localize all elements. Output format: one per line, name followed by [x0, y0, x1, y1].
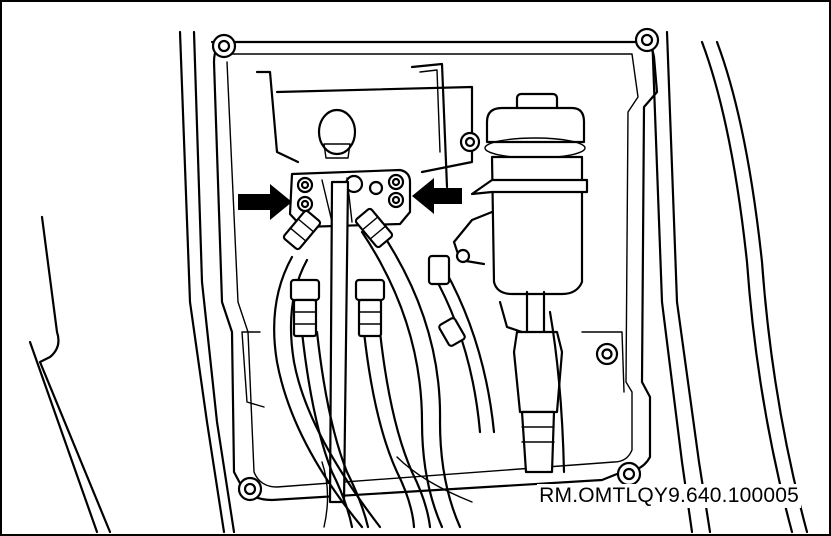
callout-arrow-left — [238, 184, 292, 220]
panel-bolts — [211, 27, 660, 502]
fluid-reservoir — [452, 92, 589, 474]
housing-outline — [28, 30, 809, 534]
flare-fittings — [282, 207, 466, 347]
oval-plug — [317, 108, 357, 159]
figure-reference-code: RM.OMTLQY9.640.100005 — [537, 484, 801, 508]
callout-arrow-right — [412, 178, 462, 214]
